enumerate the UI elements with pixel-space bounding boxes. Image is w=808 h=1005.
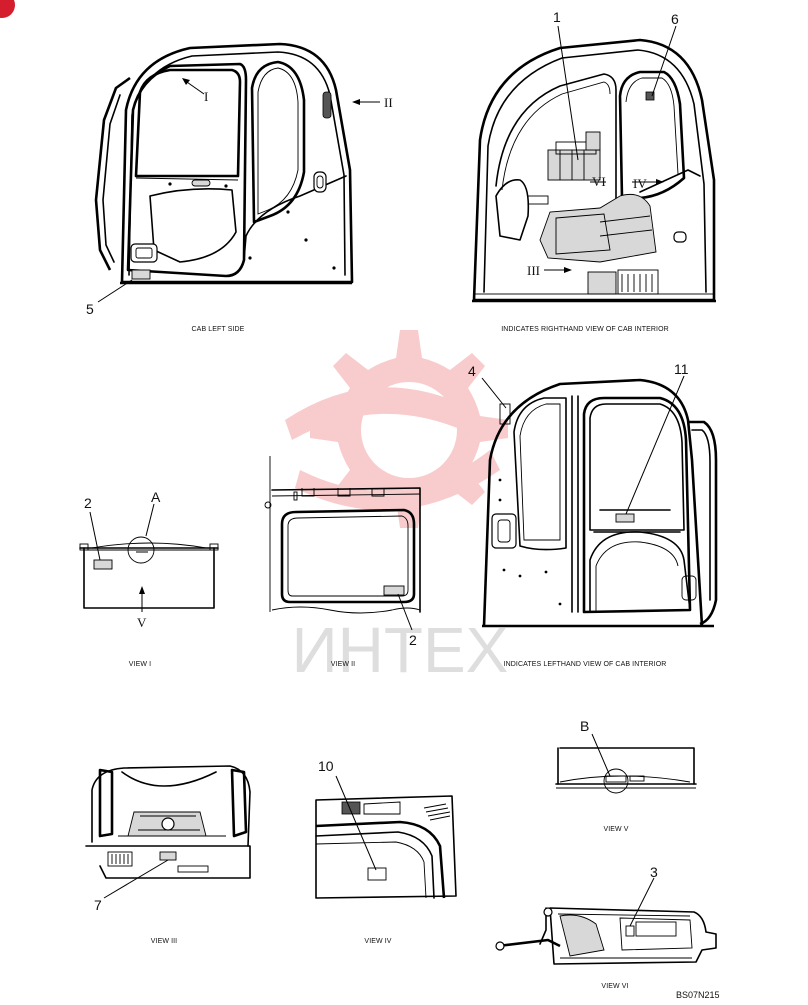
watermark-text: ИНТЕХ [292,614,509,686]
corner-badge-icon [0,0,15,18]
callout-7: 7 [94,897,102,913]
view-iv: 10 VIEW IV [315,758,457,945]
callout-6: 6 [671,11,679,27]
caption-view-ii: VIEW II [331,661,355,668]
view-mark-v: V [137,615,147,630]
callout-5: 5 [86,301,94,317]
caption-rh-interior: INDICATES RIGHTHAND VIEW OF CAB INTERIOR [501,326,669,333]
drawing-code: BS07N215 [676,990,720,1000]
righthand-interior-view: 1 6 VI IV III INDICATES RIGHTHAND VIEW O… [472,9,716,333]
watermark: ИНТЕХ [285,330,508,686]
callout-2-view-ii: 2 [409,632,417,648]
view-vi: 3 VIEW VI [495,864,717,990]
callout-11: 11 [674,361,689,377]
view-mark-ii: II [384,95,393,110]
caption-view-v: VIEW V [603,826,628,833]
callout-4: 4 [468,363,476,379]
view-mark-iii: III [527,263,540,278]
callout-10: 10 [318,758,334,774]
caption-view-i: VIEW I [129,661,151,668]
caption-view-vi: VIEW VI [601,983,628,990]
callout-2-view-i: 2 [84,495,92,511]
detail-mark-a: A [151,489,161,505]
view-ii: 2 VIEW II [264,456,421,668]
view-iii: 7 VIEW III [85,765,251,945]
callout-1: 1 [553,9,561,25]
caption-cab-left-side: CAB LEFT SIDE [192,326,245,333]
view-mark-i: I [204,89,208,104]
watermark-gear-icon [285,330,508,528]
view-mark-iv: IV [633,176,647,191]
detail-mark-b: B [580,718,589,734]
view-mark-vi: VI [592,174,606,189]
caption-lh-interior: INDICATES LEFTHAND VIEW OF CAB INTERIOR [504,661,667,668]
callout-3: 3 [650,864,658,880]
lefthand-interior-view: 4 11 INDICATES LEFTHAND VIEW OF CAB INTE… [468,361,718,668]
caption-view-iv: VIEW IV [364,938,391,945]
view-v: B VIEW V [555,718,697,833]
cab-left-side-view: I II 5 CAB LEFT SIDE [86,42,393,333]
caption-view-iii: VIEW III [151,938,177,945]
view-i: 2 A V VIEW I [79,489,219,668]
